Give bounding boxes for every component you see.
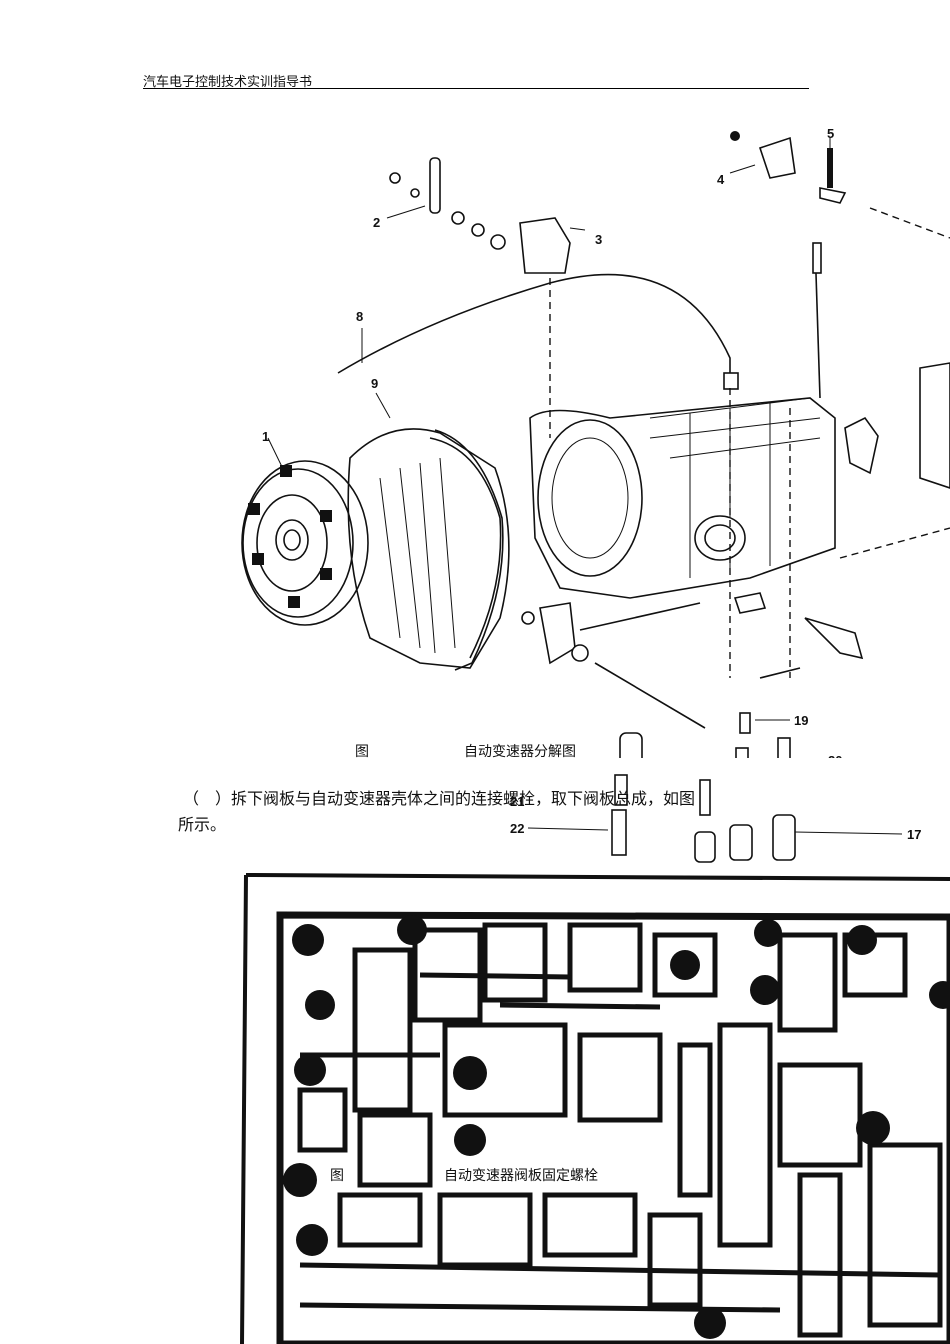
callout-19: 19: [794, 713, 808, 728]
callout-21: 21: [510, 794, 524, 809]
figure1-lower-continuation: 21 22 17: [510, 774, 921, 863]
callout-2: 2: [373, 215, 380, 230]
callout-22: 22: [510, 821, 524, 836]
callout-9: 9: [371, 376, 378, 391]
figure1-label: 图: [355, 744, 369, 760]
instruction-paragraph-line2: 所示。: [178, 815, 227, 834]
converter-housing-drawing: [347, 428, 510, 669]
gasket-drawing: [434, 429, 504, 671]
figure2-caption: 自动变速器阀板固定螺栓: [444, 1168, 598, 1184]
callout-8: 8: [356, 309, 363, 324]
figure1-caption: 自动变速器分解图: [464, 744, 576, 760]
running-header: 汽车电子控制技术实训指导书: [143, 75, 313, 90]
upper-right-parts-drawing: [730, 131, 847, 399]
header-rule: [143, 88, 809, 89]
guide-line: [839, 527, 950, 559]
callout-4: 4: [717, 172, 725, 187]
exploded-view-illustration: 1 2 3 4 5 8 9 19 20 18: [230, 118, 950, 758]
valve-body-bolts: [283, 915, 950, 1339]
callout-1: 1: [262, 429, 269, 444]
callout-3: 3: [595, 232, 602, 247]
lower-parts-drawing: [521, 592, 864, 758]
torque-converter-drawing: [241, 460, 369, 626]
guide-line: [869, 207, 950, 239]
transmission-case-drawing: [529, 397, 879, 599]
callout-20: 20: [828, 753, 842, 758]
instruction-paragraph-line1: （ ）拆下阀板与自动变速器壳体之间的连接螺栓，取下阀板总成，如图: [183, 789, 696, 808]
figure2-label: 图: [330, 1168, 344, 1184]
manual-lever-parts-drawing: [389, 157, 571, 274]
valve-body-illustration: [240, 865, 950, 1344]
callout-17: 17: [907, 827, 921, 842]
callout-5: 5: [827, 126, 834, 141]
throttle-cable-drawing: [337, 273, 731, 383]
